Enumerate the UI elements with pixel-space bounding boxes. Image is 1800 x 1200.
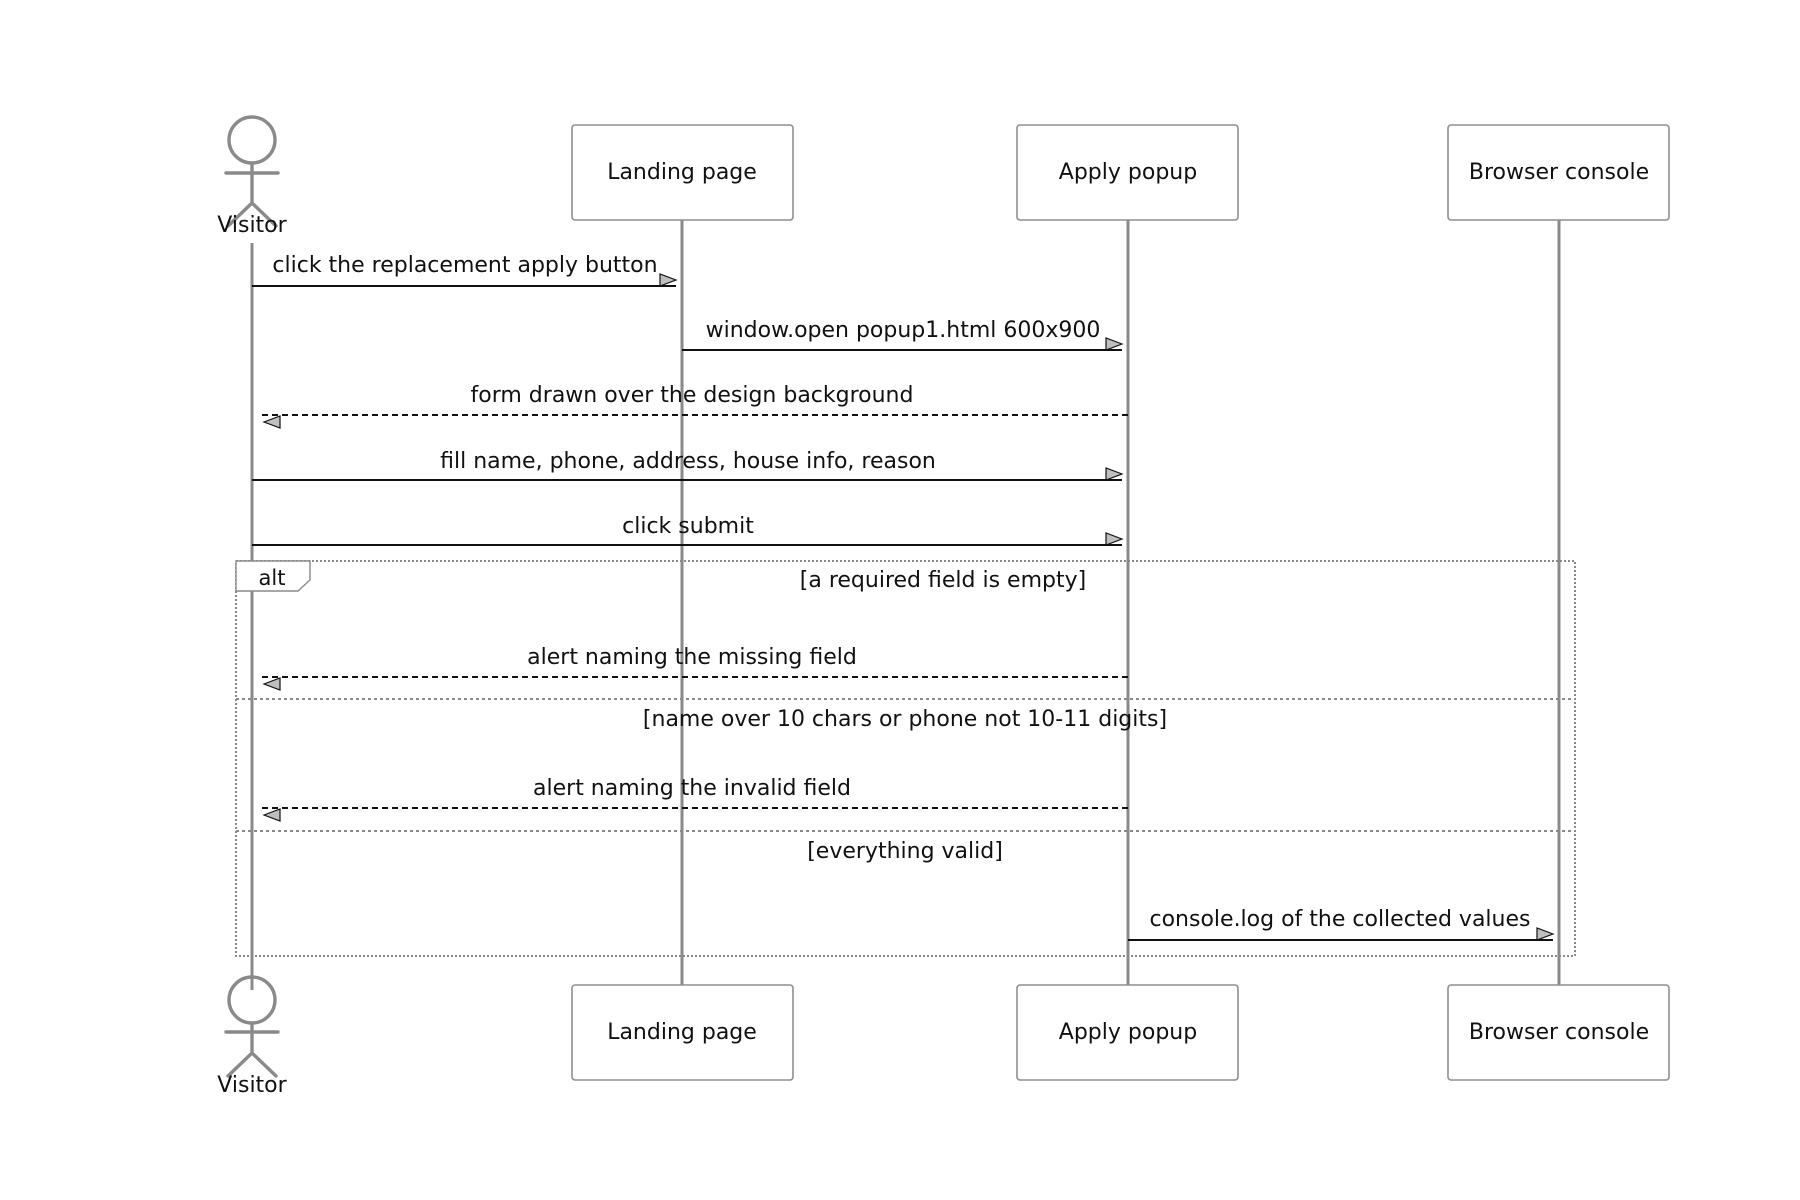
- message-4-label: fill name, phone, address, house info, r…: [440, 449, 936, 474]
- message-1-label: click the replacement apply button: [272, 253, 657, 278]
- message-4: fill name, phone, address, house info, r…: [252, 449, 1124, 481]
- visitor-head-icon: [227, 115, 277, 165]
- alt-label: alt: [259, 566, 286, 590]
- message-6: alert naming the missing field: [258, 645, 1128, 691]
- message-5: click submit: [252, 514, 1124, 546]
- participant-label-apply-popup-top: Apply popup: [1059, 160, 1197, 185]
- actor-visitor-bottom: Visitor: [217, 975, 288, 1098]
- alt-tab: [235, 560, 311, 592]
- participant-label-browser-console-bottom: Browser console: [1469, 1020, 1649, 1045]
- message-8-label: console.log of the collected values: [1150, 907, 1531, 932]
- alt-guard-1: [a required field is empty]: [800, 568, 1086, 593]
- participant-browser-console-top: Browser console: [1447, 124, 1670, 221]
- participant-landing-page-top: Landing page: [571, 124, 794, 221]
- message-3-arrowhead: [262, 415, 281, 429]
- visitor-right-leg-icon: [250, 201, 278, 228]
- actor-visitor-top: Visitor: [217, 115, 288, 238]
- participant-box-landing-page-bottom: [571, 984, 794, 1081]
- participant-label-landing-page-top: Landing page: [607, 160, 757, 185]
- alt-frame: alt [a required field is empty] [name ov…: [235, 560, 1576, 957]
- message-2-arrowhead: [1105, 337, 1124, 351]
- message-3: form drawn over the design background: [258, 383, 1128, 429]
- participant-browser-console-bottom: Browser console: [1447, 984, 1670, 1081]
- message-6-arrowhead: [262, 677, 281, 691]
- message-7-label: alert naming the invalid field: [533, 776, 851, 801]
- visitor-right-leg-icon: [250, 1051, 278, 1078]
- alt-guard-3: [everything valid]: [807, 839, 1003, 864]
- participant-box-browser-console-top: [1447, 124, 1670, 221]
- alt-frame-border: [235, 560, 1576, 957]
- message-1: click the replacement apply button: [252, 253, 678, 287]
- message-8: console.log of the collected values: [1128, 907, 1555, 941]
- actor-label-visitor-bottom: Visitor: [217, 1073, 287, 1098]
- actor-label-visitor-top: Visitor: [217, 213, 287, 238]
- participant-landing-page-bottom: Landing page: [571, 984, 794, 1081]
- participant-label-browser-console-top: Browser console: [1469, 160, 1649, 185]
- message-7: alert naming the invalid field: [258, 776, 1128, 822]
- message-2: window.open popup1.html 600x900: [682, 318, 1124, 351]
- message-4-arrowhead: [1105, 467, 1124, 481]
- participant-box-landing-page-top: [571, 124, 794, 221]
- participant-apply-popup-top: Apply popup: [1016, 124, 1239, 221]
- message-3-label: form drawn over the design background: [471, 383, 914, 408]
- message-5-arrowhead: [1105, 532, 1124, 546]
- alt-guard-2: [name over 10 chars or phone not 10-11 d…: [643, 707, 1167, 732]
- visitor-left-leg-icon: [226, 201, 254, 228]
- message-1-arrowhead: [659, 273, 678, 287]
- message-6-label: alert naming the missing field: [527, 645, 857, 670]
- participant-apply-popup-bottom: Apply popup: [1016, 984, 1239, 1081]
- visitor-left-leg-icon: [226, 1051, 254, 1078]
- participant-box-apply-popup-top: [1016, 124, 1239, 221]
- participant-box-browser-console-bottom: [1447, 984, 1670, 1081]
- message-5-label: click submit: [622, 514, 754, 539]
- participant-box-apply-popup-bottom: [1016, 984, 1239, 1081]
- message-2-label: window.open popup1.html 600x900: [706, 318, 1101, 343]
- participant-label-apply-popup-bottom: Apply popup: [1059, 1020, 1197, 1045]
- message-8-arrowhead: [1536, 927, 1555, 941]
- message-7-arrowhead: [262, 808, 281, 822]
- participant-label-landing-page-bottom: Landing page: [607, 1020, 757, 1045]
